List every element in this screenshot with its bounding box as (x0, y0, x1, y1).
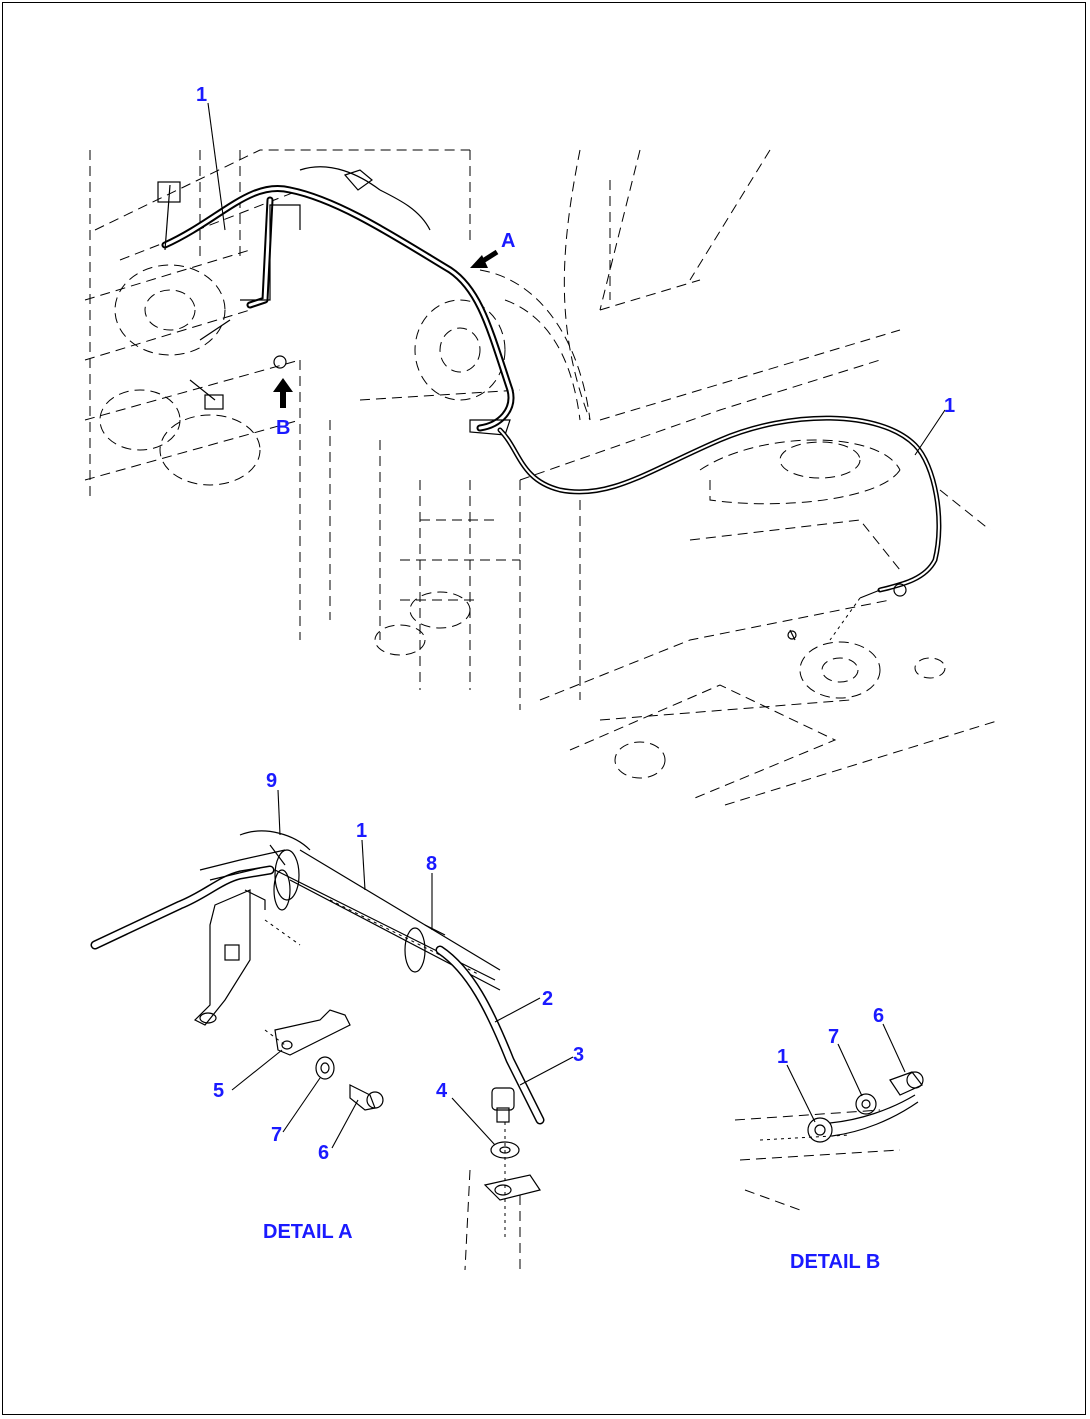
label-db-6: 6 (873, 1005, 884, 1027)
leader-da-4 (451, 1097, 496, 1146)
detail-b-view: 1 7 6 DETAIL B (734, 1005, 924, 1273)
label-arrow-a: A (501, 230, 515, 252)
wiring-harness-main (157, 166, 515, 436)
label-db-7: 7 (828, 1026, 839, 1048)
label-db-1: 1 (777, 1046, 788, 1068)
arrow-b-icon (273, 355, 293, 408)
leader-db-1 (786, 1064, 816, 1123)
leader-da-3 (519, 1056, 574, 1086)
label-da-3: 3 (573, 1044, 584, 1066)
label-main-1a: 1 (196, 84, 207, 106)
label-da-5: 5 (213, 1080, 224, 1102)
main-view: 1 1 A B (84, 84, 1001, 806)
leader-db-7 (837, 1043, 863, 1097)
label-da-6: 6 (318, 1142, 329, 1164)
label-da-2: 2 (542, 988, 553, 1010)
label-main-1b: 1 (944, 395, 955, 417)
ground-cable (497, 415, 942, 641)
leader-main-1b (914, 409, 946, 456)
caption-detail-a: DETAIL A (263, 1221, 353, 1243)
engine-block-outline (84, 149, 591, 710)
label-da-1: 1 (356, 820, 367, 842)
leader-da-7 (282, 1077, 321, 1133)
leader-da-6 (331, 1099, 359, 1149)
cab-frame-outline (519, 149, 1001, 806)
label-da-9: 9 (266, 770, 277, 792)
label-arrow-b: B (276, 417, 290, 439)
label-da-8: 8 (426, 853, 437, 875)
leader-da-1 (361, 839, 366, 891)
leader-da-9 (277, 789, 281, 836)
leader-da-5 (231, 1049, 283, 1091)
leader-main-1a (207, 102, 226, 231)
caption-detail-b: DETAIL B (790, 1251, 880, 1273)
label-da-4: 4 (436, 1080, 448, 1102)
arrow-a-icon (470, 249, 499, 268)
label-da-7: 7 (271, 1124, 282, 1146)
detail-a-view: 9 1 8 2 3 4 5 7 6 DETAIL A (90, 770, 584, 1271)
leader-da-2 (494, 997, 541, 1023)
leader-db-6 (882, 1023, 906, 1073)
